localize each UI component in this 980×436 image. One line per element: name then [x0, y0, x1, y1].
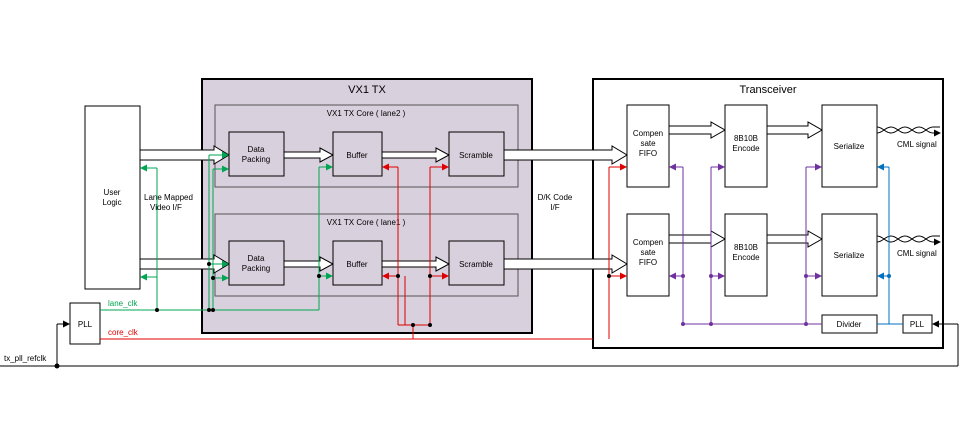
- fifo-label-lane2-2: sate: [640, 139, 656, 148]
- serialize-block-lane1: [821, 213, 878, 297]
- core-clk-label: core_clk: [108, 328, 139, 337]
- divider-label: Divider: [837, 320, 862, 329]
- vx1-core-lane1-label: VX1 TX Core ( lane1 ): [327, 218, 406, 227]
- scramble-block-lane2: [448, 131, 505, 177]
- lane-clk-label: lane_clk: [108, 299, 138, 308]
- fifo-label-lane2-3: FIFO: [639, 149, 657, 158]
- vx1-core-lane2-label: VX1 TX Core ( lane2 ): [327, 109, 406, 118]
- arrow-userlogic-packing-lane1: [139, 254, 230, 274]
- buffer-label-lane1: Buffer: [346, 260, 368, 269]
- fifo-block-lane1: [626, 213, 670, 297]
- arrow-scramble-fifo-lane1: [503, 254, 628, 274]
- lane-mapped-label-2: Video I/F: [150, 203, 182, 212]
- serial-clk-net: [877, 163, 903, 325]
- data-packing-label-lane1-1: Data: [248, 254, 265, 263]
- arrow-fifo-encode-lane2: [668, 121, 727, 139]
- lane-clk-net: [100, 151, 333, 311]
- vx1-tx-title: VX1 TX: [348, 84, 386, 96]
- transceiver-title: Transceiver: [739, 84, 796, 96]
- buffer-block-lane2: [332, 131, 383, 177]
- transceiver-clk-net: [669, 163, 822, 325]
- scramble-block-lane1: [448, 240, 505, 286]
- user-logic-block: [84, 105, 141, 290]
- cml-signal-lane2: [876, 126, 941, 137]
- buffer-label-lane2: Buffer: [346, 151, 368, 160]
- serial-clk-junction: [887, 274, 891, 278]
- arrow-encode-serialize-lane2: [766, 121, 824, 139]
- host-pll-label: PLL: [78, 320, 93, 329]
- ref-clk-net: [0, 320, 959, 367]
- transceiver-clk-junctions: [681, 274, 808, 326]
- data-packing-block-lane2: [228, 131, 285, 177]
- encode-label-lane2-1: 8B10B: [734, 134, 758, 143]
- encode-label-lane1-1: 8B10B: [734, 243, 758, 252]
- arrow-buffer-scramble-lane2: [381, 147, 451, 163]
- arrow-scramble-fifo-lane2: [503, 145, 628, 165]
- buffer-block-lane1: [332, 240, 383, 286]
- encode-block-lane1: [724, 213, 768, 297]
- user-logic-label-1: User: [104, 188, 121, 197]
- fifo-label-lane1-2: sate: [640, 248, 656, 257]
- serialize-block-lane2: [821, 104, 878, 188]
- data-packing-label-lane1-2: Packing: [242, 264, 270, 273]
- data-arrows: [139, 121, 824, 274]
- cml-signal-label-lane1: CML signal: [897, 249, 937, 258]
- data-packing-label-lane2-2: Packing: [242, 155, 270, 164]
- fifo-label-lane1-1: Compen: [633, 238, 663, 247]
- scramble-label-lane1: Scramble: [459, 260, 493, 269]
- arrow-encode-serialize-lane1: [766, 230, 824, 248]
- arrow-packing-buffer-lane1: [283, 256, 335, 272]
- arrow-buffer-scramble-lane1: [381, 256, 451, 272]
- encode-label-lane1-2: Encode: [732, 253, 760, 262]
- transceiver-pll-label: PLL: [910, 320, 925, 329]
- cml-signal-lane1: [876, 235, 941, 246]
- arrow-packing-buffer-lane2: [283, 147, 335, 163]
- scramble-label-lane2: Scramble: [459, 151, 493, 160]
- cml-signal-label-lane2: CML signal: [897, 140, 937, 149]
- data-packing-block-lane1: [228, 240, 285, 286]
- core-clk-net: [100, 163, 627, 340]
- fifo-label-lane2-1: Compen: [633, 129, 663, 138]
- serialize-label-lane2: Serialize: [834, 142, 865, 151]
- core-clk-junctions: [396, 274, 611, 327]
- user-logic-label-2: Logic: [102, 198, 121, 207]
- serialize-label-lane1: Serialize: [834, 251, 865, 260]
- dk-code-label-2: I/F: [550, 203, 559, 212]
- ref-clk-label: tx_pll_refclk: [4, 354, 47, 363]
- lane-mapped-label-1: Lane Mapped: [144, 193, 193, 202]
- ref-clk-junction: [54, 363, 60, 369]
- arrow-userlogic-packing-lane2: [139, 145, 230, 165]
- encode-block-lane2: [724, 104, 768, 188]
- fifo-block-lane2: [626, 104, 670, 188]
- data-packing-label-lane2-1: Data: [248, 145, 265, 154]
- lane-clk-junctions: [155, 262, 321, 312]
- dk-code-label-1: D/K Code: [538, 193, 573, 202]
- host-pll-block: [69, 302, 101, 345]
- fifo-label-lane1-3: FIFO: [639, 258, 657, 267]
- encode-label-lane2-2: Encode: [732, 144, 760, 153]
